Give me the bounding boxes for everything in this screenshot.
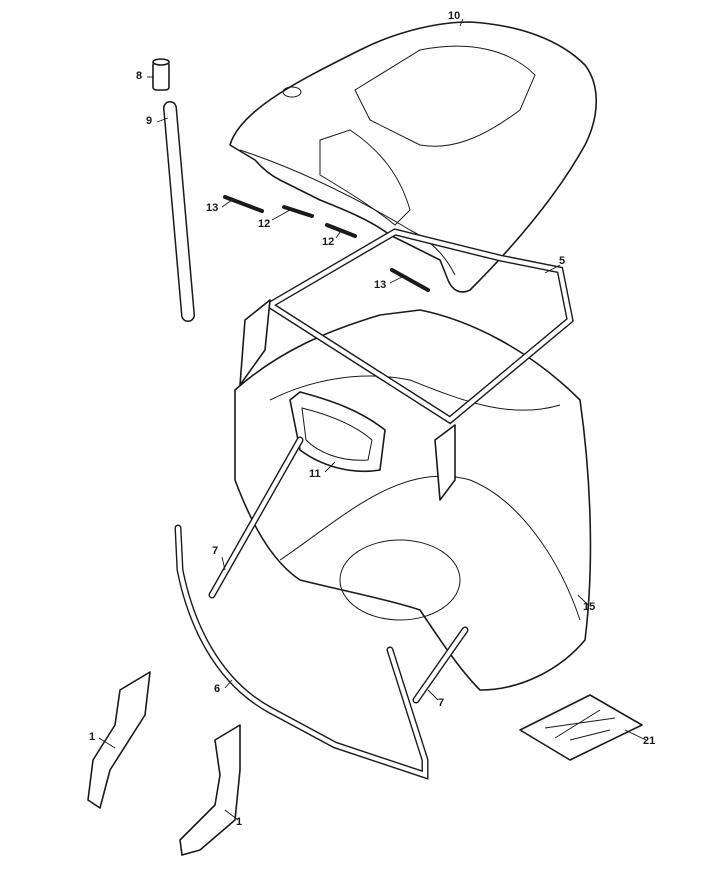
callout-11: 11 bbox=[309, 468, 321, 480]
leader-lines bbox=[98, 18, 647, 821]
callout-6: 6 bbox=[214, 683, 221, 695]
callout-12: 12 bbox=[258, 218, 271, 230]
callout-9: 9 bbox=[146, 115, 153, 127]
part-11-frame bbox=[289, 391, 386, 473]
callout-8: 8 bbox=[136, 70, 143, 82]
part-5-upper-frame bbox=[239, 228, 574, 501]
callout-1: 1 bbox=[236, 816, 243, 828]
callout-21: 21 bbox=[643, 735, 656, 747]
part-7-rods bbox=[208, 436, 469, 704]
callout-13: 13 bbox=[374, 279, 387, 291]
part-6-lower-frame bbox=[174, 524, 429, 780]
pins-12-13 bbox=[223, 195, 430, 292]
part-9-rod bbox=[163, 101, 195, 322]
part-10-cover bbox=[229, 21, 598, 293]
callout-5: 5 bbox=[559, 255, 566, 267]
callout-7: 7 bbox=[438, 697, 445, 709]
callout-7: 7 bbox=[212, 545, 219, 557]
part-8-cap bbox=[152, 58, 170, 91]
callout-10: 10 bbox=[448, 10, 461, 22]
callout-12: 12 bbox=[322, 236, 335, 248]
part-21-hardware-bag bbox=[519, 694, 643, 761]
callout-1: 1 bbox=[89, 731, 96, 743]
callout-13: 13 bbox=[206, 202, 219, 214]
callout-15: 15 bbox=[583, 601, 596, 613]
part-1-brackets bbox=[87, 671, 241, 856]
part-15-bag bbox=[234, 309, 592, 691]
